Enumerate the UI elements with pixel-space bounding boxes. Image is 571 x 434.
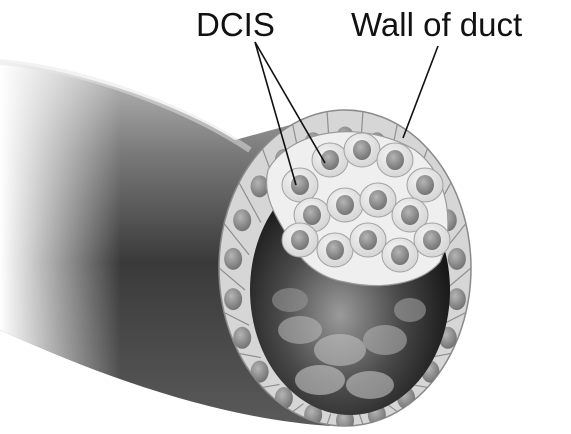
dcis-cell-nucleus: [291, 230, 309, 250]
dcis-cell-nucleus: [416, 175, 434, 195]
dcis-cell-nucleus: [369, 190, 387, 210]
wall-cell-nucleus: [233, 209, 251, 231]
dcis-label: DCIS: [196, 6, 275, 43]
dcis-cell-nucleus: [353, 140, 371, 160]
wall-cell-nucleus: [448, 248, 466, 270]
dcis-cell-nucleus: [303, 205, 321, 225]
wall-cell-nucleus: [233, 327, 251, 349]
wall-cell-nucleus: [251, 175, 269, 197]
dcis-cell-nucleus: [423, 230, 441, 250]
wall-cell-nucleus: [224, 288, 242, 310]
wall-cell-nucleus: [224, 248, 242, 270]
wall-leader: [403, 46, 438, 138]
wall-cell-nucleus: [448, 288, 466, 310]
dcis-cell-nucleus: [386, 150, 404, 170]
dcis-cell-nucleus: [336, 195, 354, 215]
dcis-cell-nucleus: [326, 240, 344, 260]
wall-of-duct-label: Wall of duct: [351, 6, 522, 43]
dcis-cell-nucleus: [401, 205, 419, 225]
dcis-cell-nucleus: [359, 230, 377, 250]
dcis-cell-nucleus: [391, 245, 409, 265]
